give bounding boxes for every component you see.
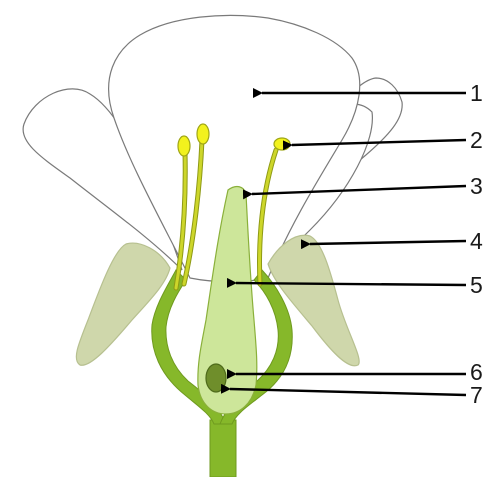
label-3: 3 <box>470 173 483 199</box>
stamen-anther-left <box>178 136 190 156</box>
stamen-anther-middle <box>197 124 209 144</box>
label-1: 1 <box>470 80 483 106</box>
label-2: 2 <box>470 127 483 153</box>
label-4: 4 <box>470 228 483 254</box>
pointer-4 <box>310 241 466 244</box>
ovule <box>206 364 226 392</box>
stamen-anther-right <box>274 138 290 150</box>
label-7: 7 <box>470 382 483 408</box>
flower-stalk <box>210 420 236 477</box>
label-5: 5 <box>470 272 483 298</box>
